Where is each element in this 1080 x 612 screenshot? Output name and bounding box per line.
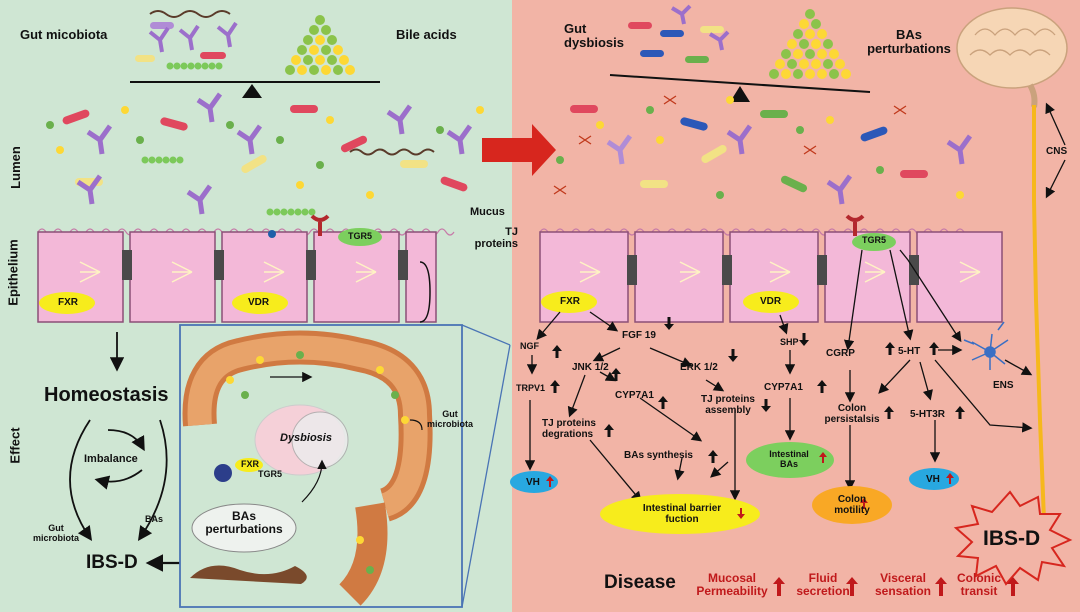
label-shp: SHP: [780, 337, 799, 347]
inset-label-fxr: FXR: [241, 459, 259, 469]
label-5ht3r: 5-HT3R: [910, 409, 946, 420]
label-vdr-disease: VDR: [760, 296, 782, 307]
pathway-arrows: [524, 249, 1033, 502]
title-bile-acids: Bile acids: [396, 27, 457, 42]
label-cyp7a1-right: CYP7A1: [764, 382, 803, 393]
vdr-ellipse-healthy: [232, 292, 288, 314]
inset-label-gut-microbiota: Gut microbiota: [426, 409, 473, 429]
tgr5-ellipse-disease: [852, 233, 896, 251]
level-arrows-red: [546, 452, 1019, 596]
label-bas-cause: BAs: [145, 514, 164, 524]
cns-arrows: [1045, 102, 1066, 199]
label-bas-synthesis: BAs synthesis: [624, 450, 693, 461]
label-trpv1: TRPV1: [516, 383, 546, 393]
label-imbalance: Imbalance: [84, 453, 138, 465]
label-fxr-disease: FXR: [560, 296, 580, 307]
title-gut-dysbiosis: Gut dysbiosis: [564, 21, 624, 51]
vdr-ellipse-disease: [743, 291, 799, 313]
label-tj-degradation: TJ proteins degrations: [542, 418, 596, 440]
vh-ellipse-1: [510, 471, 558, 493]
lumen-microbes-disease: [553, 95, 973, 205]
label-ibsd-right: IBS-D: [983, 527, 1041, 550]
bile-acid-pyramid-disease: [769, 9, 851, 79]
label-homeostasis: Homeostasis: [44, 384, 169, 406]
tgr5-ellipse-healthy: [338, 228, 382, 246]
label-fgf19: FGF 19: [622, 330, 656, 341]
label-mucus: Mucus: [470, 206, 505, 218]
label-tj-assembly: TJ proteins assembly: [701, 394, 755, 416]
label-vh-1: VH: [526, 477, 540, 488]
vh-ellipse-2: [909, 468, 959, 490]
title-bas-perturbations: BAs perturbations: [867, 27, 951, 57]
inset-label-dysbiosis: Dysbiosis: [280, 432, 332, 444]
label-tj-proteins: TJ proteins: [474, 226, 518, 251]
intestinal-bas-ellipse: [746, 442, 834, 478]
label-vdr-healthy: VDR: [248, 297, 270, 308]
label-cyp7a1-left: CYP7A1: [615, 390, 654, 401]
inset-label-bas-perturbations: BAs perturbations: [205, 509, 283, 537]
ibsd-starburst: [953, 490, 1073, 586]
label-5ht: 5-HT: [898, 346, 921, 357]
balance-scale-healthy: [130, 81, 380, 98]
label-gut-microbiota-cause: Gut microbiota: [32, 523, 79, 543]
fxr-ellipse-disease: [541, 291, 597, 313]
ens-neuron-icon: [963, 321, 1009, 370]
label-colon-persistalsis: Colon persistalsis: [824, 403, 880, 425]
title-gut-microbiota: Gut micobiota: [20, 27, 108, 42]
level-arrows-black: [550, 317, 965, 463]
label-ibsd-left: IBS-D: [86, 552, 138, 573]
label-erk: ERK 1/2: [680, 362, 718, 373]
left-flow-arrows: [69, 332, 192, 572]
label-disease: Disease: [604, 572, 676, 593]
microbiota-cluster-healthy: [135, 10, 238, 70]
outcome-colonic-transit: Colonic transit: [957, 571, 1001, 599]
outcome-mucosal-permeability: Mucosal Permeability: [696, 571, 768, 599]
label-tgr5-disease: TGR5: [862, 235, 887, 245]
axis-label-epithelium: Epithelium: [5, 239, 21, 306]
label-colon-motility: Colon motility: [834, 494, 870, 516]
axis-label-effect: Effect: [7, 427, 23, 464]
label-ens: ENS: [993, 380, 1014, 391]
outcome-visceral-sensation: Visceral sensation: [874, 571, 931, 599]
label-cns: CNS: [1046, 146, 1068, 157]
fxr-ellipse-healthy: [39, 292, 95, 314]
bile-acid-pyramid-healthy: [285, 15, 355, 75]
label-jnk: JNK 1/2: [572, 362, 609, 373]
microbiota-cluster-disease: [628, 4, 730, 63]
lumen-microbes-healthy: [46, 92, 484, 216]
label-intestinal-bas: Intestinal BAs: [769, 449, 809, 469]
spinal-cord: [1032, 105, 1046, 521]
label-fxr-healthy: FXR: [58, 297, 78, 308]
label-ngf: NGF: [520, 341, 539, 351]
transition-arrow: [482, 124, 556, 176]
inset-label-tgr5: TGR5: [258, 469, 283, 479]
label-cgrp: CGRP: [826, 348, 855, 359]
balance-scale-disease: [609, 74, 871, 102]
colon-motility-ellipse: [812, 486, 892, 524]
label-tgr5-healthy: TGR5: [348, 231, 373, 241]
outcome-fluid-secretion: Fluid secretion: [796, 571, 850, 599]
colon-inset: [179, 324, 511, 608]
label-vh-2: VH: [926, 474, 940, 485]
barrier-ellipse: [600, 494, 760, 534]
label-barrier-function: Intestinal barrier fuction: [642, 503, 722, 525]
axis-label-lumen: Lumen: [7, 146, 23, 189]
